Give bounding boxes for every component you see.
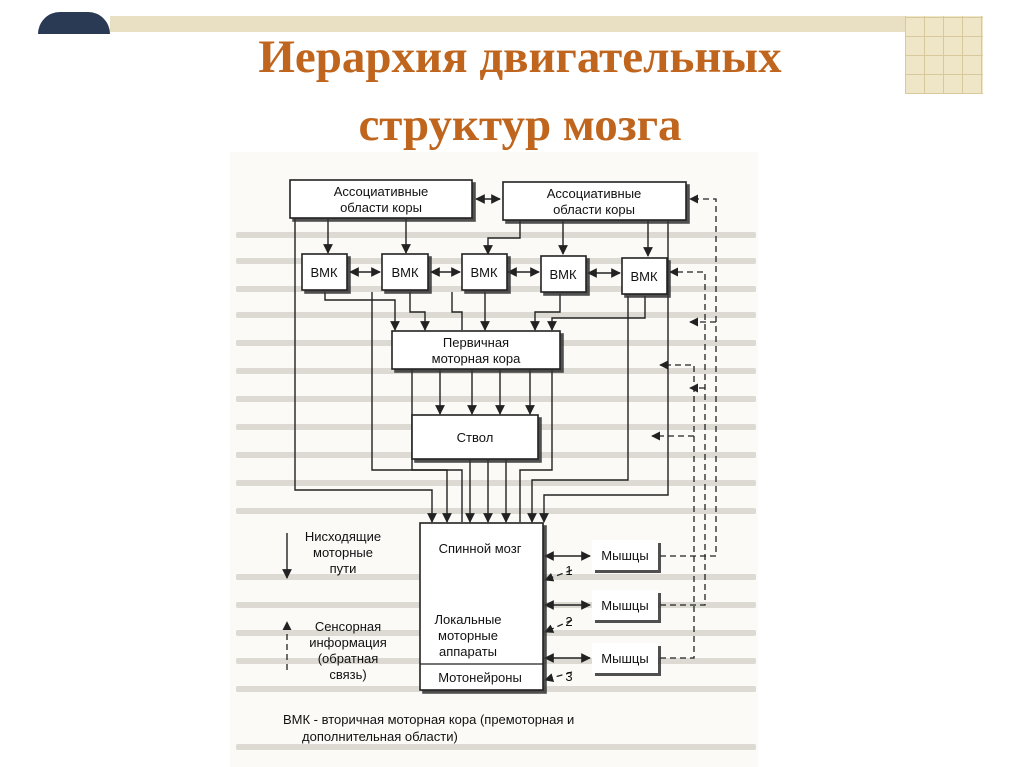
decorative-corner xyxy=(38,12,110,34)
local-apparatus-line-2: моторные xyxy=(438,628,498,643)
assoc-left-line-1: Ассоциативные xyxy=(334,184,429,199)
vmk-box-4 xyxy=(540,255,587,293)
vmk-label-5: ВМК xyxy=(630,269,658,284)
assoc-cortex-right-box xyxy=(502,181,687,221)
primary-cortex-line-1: Первичная xyxy=(443,335,509,350)
vmk-label-2: ВМК xyxy=(391,265,419,280)
vmk-label-3: ВМК xyxy=(470,265,498,280)
slide-title-line-1: Иерархия двигательных xyxy=(258,31,782,83)
muscles-label-box-2 xyxy=(592,590,658,620)
decorative-grid xyxy=(905,16,983,94)
slide-title-line-2: структур мозга xyxy=(358,99,682,151)
assoc-left-line-2: области коры xyxy=(340,200,422,215)
brainstem-label: Ствол xyxy=(457,430,494,445)
spinal-cord-box xyxy=(419,522,544,691)
decorative-band xyxy=(110,16,908,32)
motoneurons-label: Мотонейроны xyxy=(438,670,522,685)
legend-sensory-line-3: (обратная xyxy=(318,651,379,666)
loop-number-3: 3 xyxy=(565,669,572,684)
local-apparatus-line-3: аппараты xyxy=(439,644,497,659)
loop-number-1: 1 xyxy=(565,563,572,578)
muscles-label-1: Мышцы xyxy=(601,548,648,563)
caption-line-1: ВМК - вторичная моторная кора (премоторн… xyxy=(283,712,574,727)
assoc-cortex-left-box xyxy=(289,179,473,219)
legend-sensory-line-4: связь) xyxy=(329,667,366,682)
primary-motor-cortex-box xyxy=(391,330,561,370)
local-apparatus-line-1: Локальные xyxy=(434,612,501,627)
spinal-cord-label: Спинной мозг xyxy=(439,541,522,556)
vmk-label-4: ВМК xyxy=(549,267,577,282)
background-text-line xyxy=(236,232,756,238)
background-text-line xyxy=(236,396,756,402)
vmk-box-2 xyxy=(381,253,429,291)
brainstem-box xyxy=(411,414,539,460)
muscles-label-3: Мышцы xyxy=(601,651,648,666)
legend-sensory-line-1: Сенсорная xyxy=(315,619,381,634)
background-text-line xyxy=(236,312,756,318)
vmk-label-1: ВМК xyxy=(310,265,338,280)
muscles-label-box-1 xyxy=(592,540,658,570)
background-text-line xyxy=(236,508,756,514)
assoc-right-line-2: области коры xyxy=(553,202,635,217)
background-text-line xyxy=(236,368,756,374)
primary-cortex-line-2: моторная кора xyxy=(432,351,522,366)
background-text-line xyxy=(236,744,756,750)
caption-line-2: дополнительная области) xyxy=(302,729,458,744)
legend-descending-line-1: Нисходящие xyxy=(305,529,381,544)
legend-sensory-line-2: информация xyxy=(309,635,387,650)
vmk-box-1 xyxy=(301,253,348,291)
vmk-box-3 xyxy=(461,253,508,291)
legend-descending-line-3: пути xyxy=(330,561,357,576)
vmk-box-5 xyxy=(621,257,668,295)
assoc-right-line-1: Ассоциативные xyxy=(547,186,642,201)
muscles-label-2: Мышцы xyxy=(601,598,648,613)
legend-descending-line-2: моторные xyxy=(313,545,373,560)
background-text-line xyxy=(236,480,756,486)
muscles-label-box-3 xyxy=(592,643,658,673)
loop-number-2: 2 xyxy=(565,614,572,629)
